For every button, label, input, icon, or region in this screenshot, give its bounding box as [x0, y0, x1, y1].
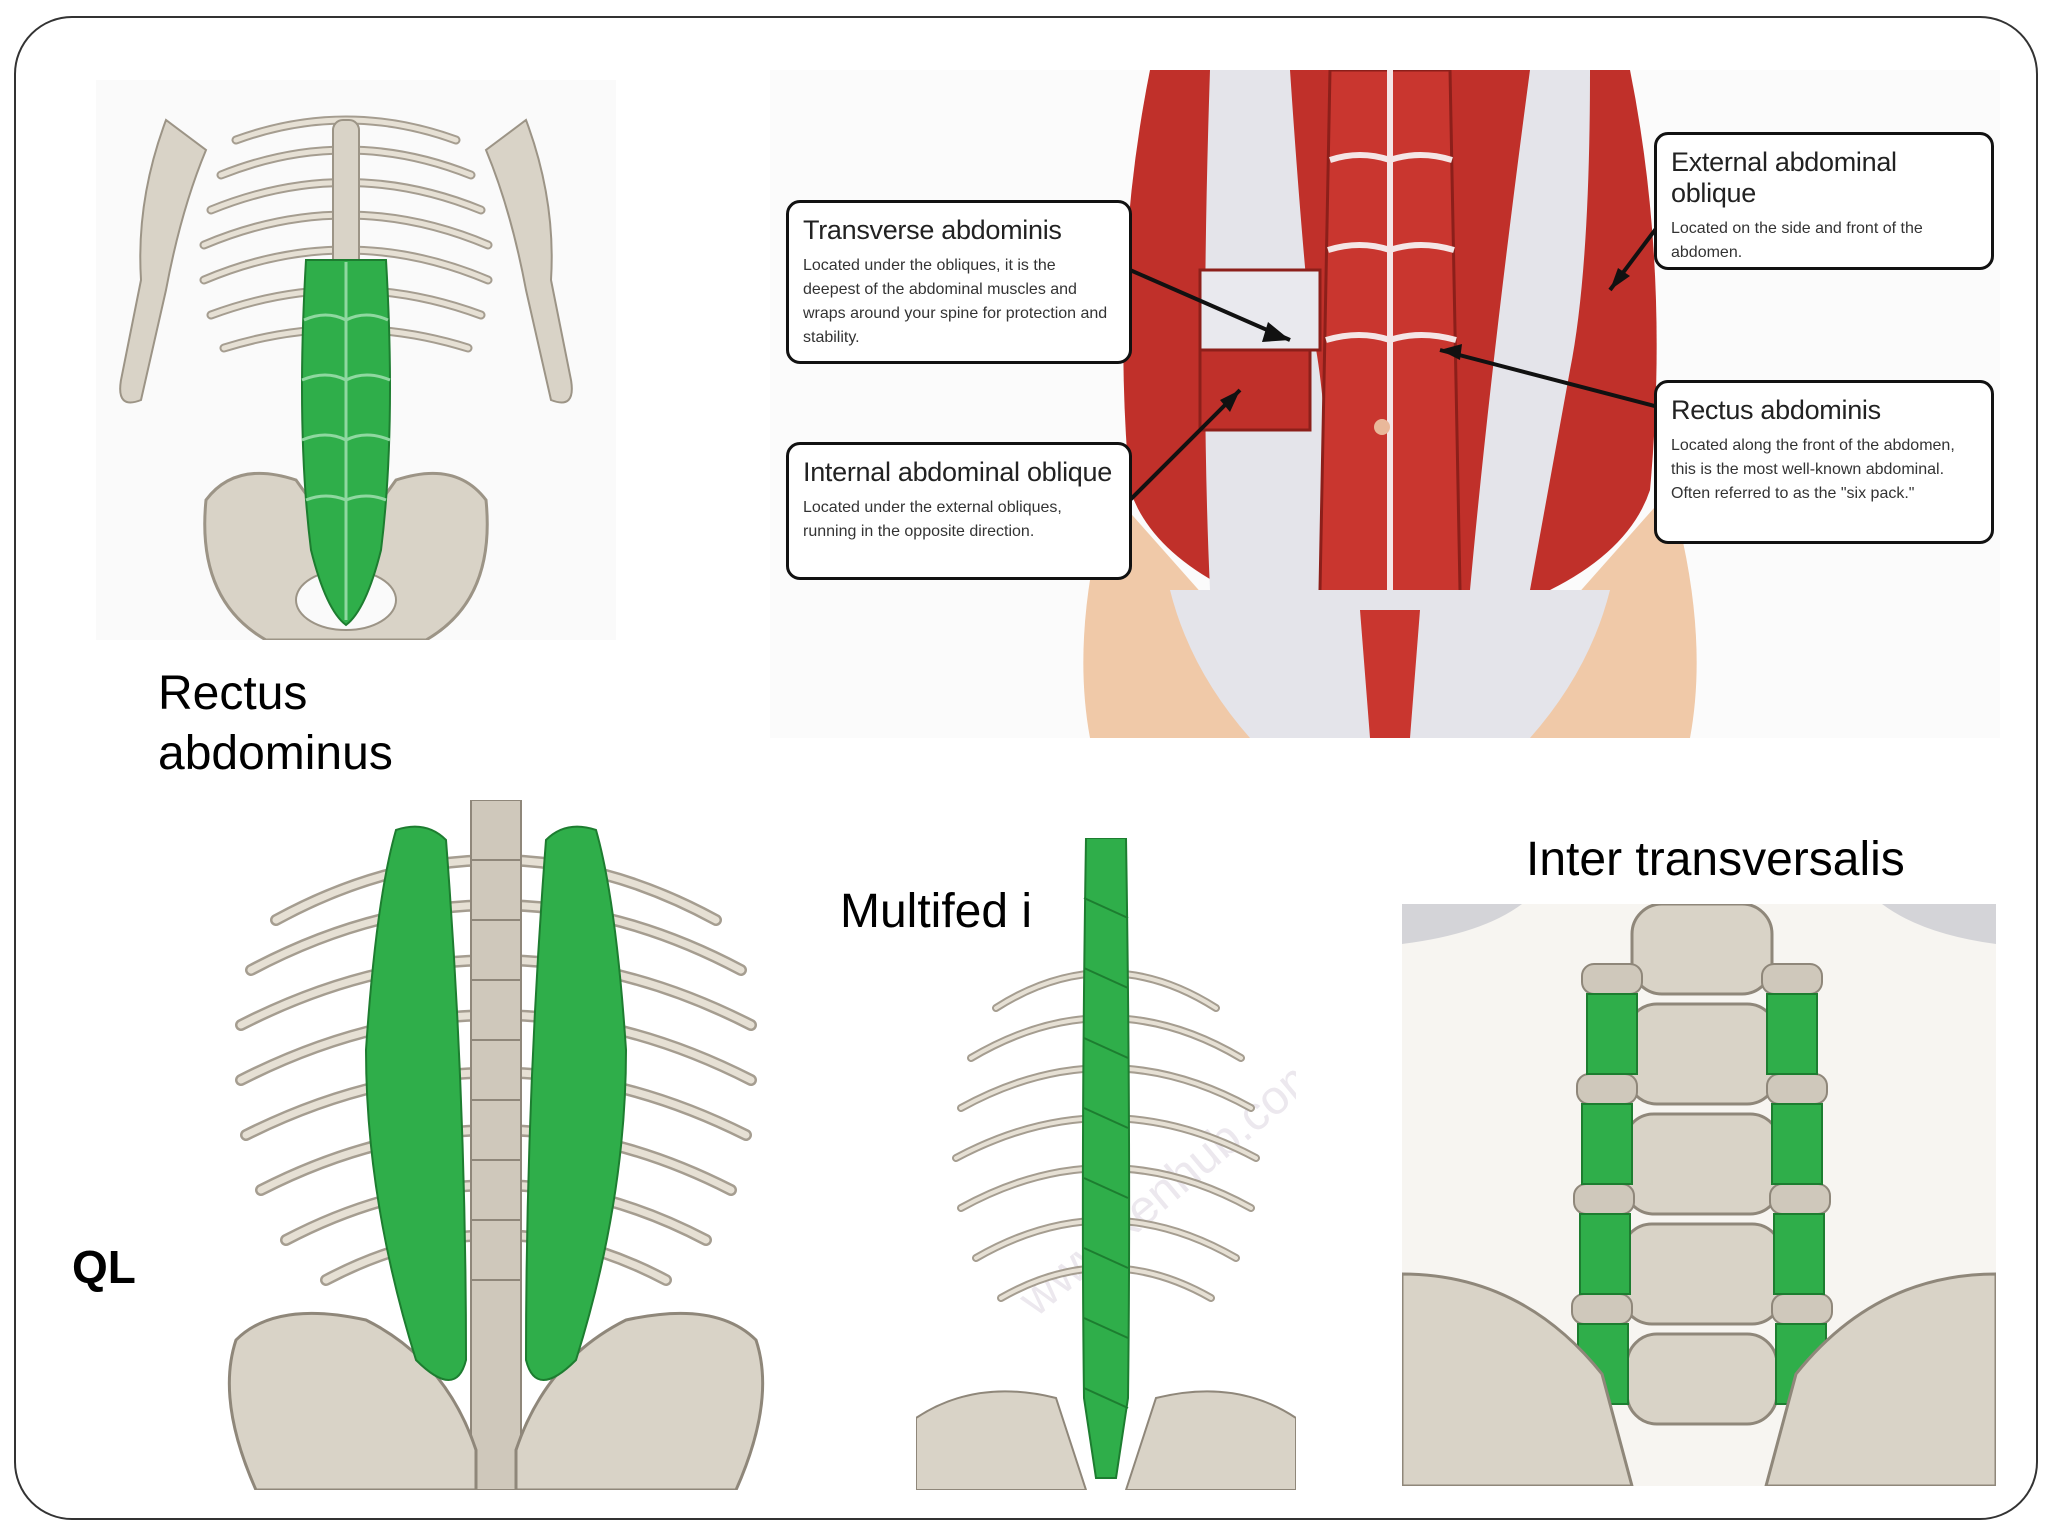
- callout-title: External abdominal oblique: [1671, 147, 1897, 208]
- callout-title: Internal abdominal oblique: [803, 457, 1112, 487]
- abdominal-muscles-diagram: Transverse abdominis Located under the o…: [770, 70, 2000, 738]
- callout-body: Located under the obliques, it is the de…: [803, 257, 1108, 346]
- rectus-abdominis-illustration: [96, 80, 616, 640]
- callout-external-abdominal-oblique: External abdominal oblique Located on th…: [1654, 132, 1994, 270]
- callout-body: Located on the side and front of the abd…: [1671, 220, 1923, 261]
- intertransversalis-illustration: [1402, 904, 1996, 1486]
- caption-rectus-abdominus: Rectus abdominus: [158, 667, 393, 780]
- caption-inter-transversalis: Inter transversalis: [1526, 833, 1905, 886]
- caption-multifidi: Multifed i: [840, 885, 1033, 938]
- callout-transverse-abdominis: Transverse abdominis Located under the o…: [786, 200, 1132, 364]
- quadratus-lumborum-illustration: [216, 800, 776, 1490]
- callout-title: Transverse abdominis: [803, 215, 1062, 245]
- slide-frame: Rectus abdominus: [14, 16, 2038, 1520]
- callout-body: Located along the front of the abdomen, …: [1671, 437, 1955, 502]
- callout-internal-abdominal-oblique: Internal abdominal oblique Located under…: [786, 442, 1132, 580]
- multifidi-illustration: www.kenhub.com: [916, 838, 1296, 1490]
- caption-ql: QL: [72, 1241, 136, 1293]
- callout-body: Located under the external obliques, run…: [803, 499, 1062, 540]
- callout-rectus-abdominis: Rectus abdominis Located along the front…: [1654, 380, 1994, 544]
- callout-title: Rectus abdominis: [1671, 395, 1881, 425]
